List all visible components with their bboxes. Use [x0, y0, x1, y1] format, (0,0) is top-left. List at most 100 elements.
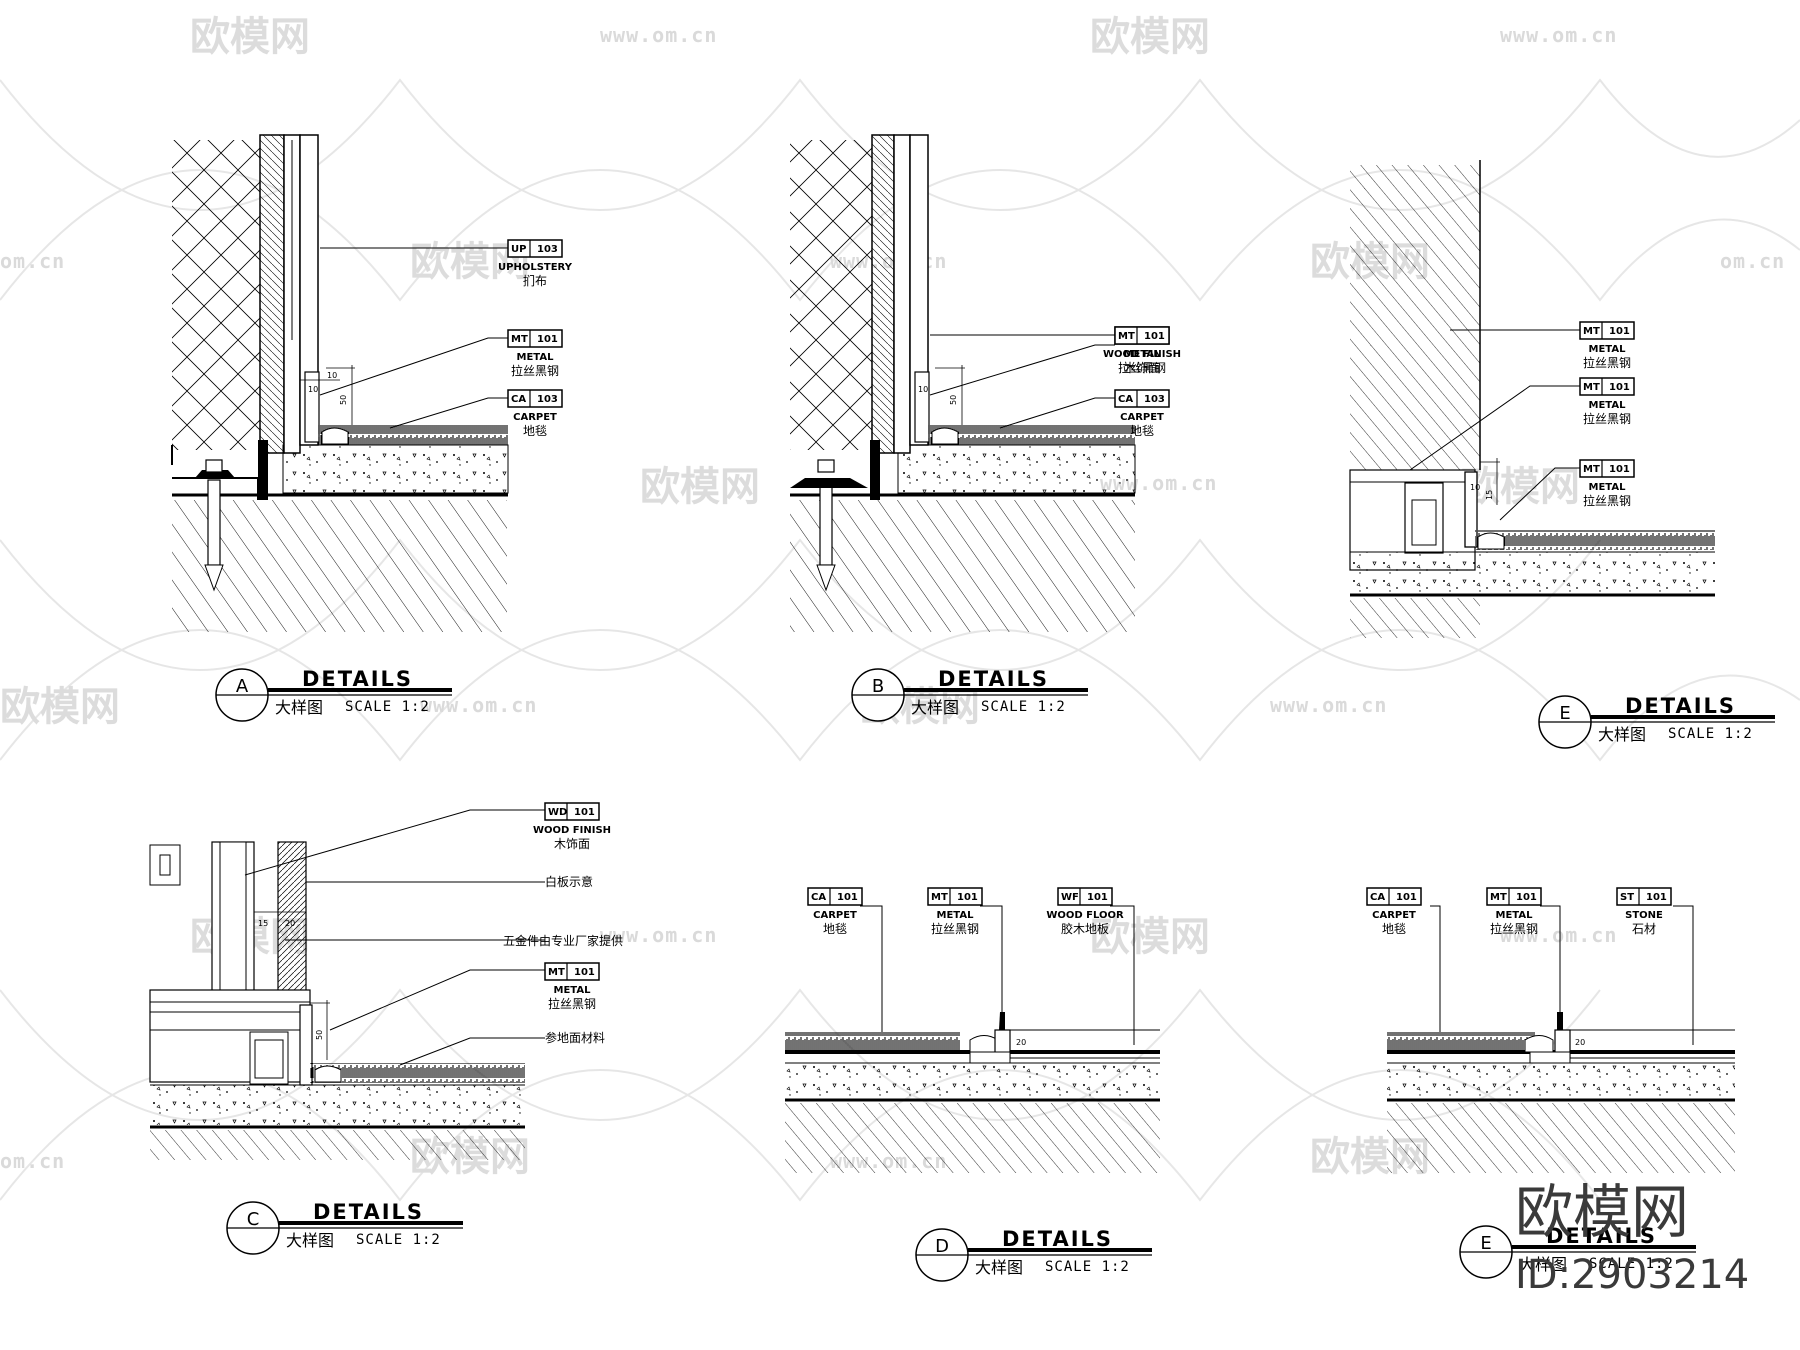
detail-bubble-label: D: [935, 1236, 949, 1257]
detail-bubble-label: E: [1480, 1233, 1491, 1254]
tag-material-name: METAL: [1496, 910, 1534, 921]
tag-material-name: METAL: [1124, 349, 1162, 360]
watermark-brand: 欧模网: [0, 684, 120, 730]
tag-material-name: UPHOLSTERY: [498, 262, 573, 273]
detail-bubble-label: A: [236, 676, 249, 697]
detail-scale: SCALE 1:2: [1589, 1256, 1674, 1272]
watermark-brand: 欧模网: [190, 14, 310, 60]
tag-material-cn: 胶木地板: [1061, 921, 1109, 936]
detail-subtitle-cn: 大样图: [1598, 725, 1646, 744]
detail-scale: SCALE 1:2: [1668, 726, 1753, 742]
tag-material-cn: 拉丝黑钢: [1583, 355, 1631, 370]
tag-number: 103: [537, 394, 558, 405]
tag-material-name: METAL: [554, 985, 592, 996]
tag-material-name: METAL: [937, 910, 975, 921]
tag-code: MT: [511, 334, 528, 345]
tag-material-name: CARPET: [513, 412, 557, 423]
dimension-label: 10: [918, 385, 928, 394]
dimension-label: 15: [1485, 490, 1494, 500]
detail-title-text: DETAILS: [302, 667, 413, 691]
tag-material-cn: 拉丝黑钢: [1583, 493, 1631, 508]
detail-a: 10 10 50: [171, 134, 509, 632]
detail-bubble-label: C: [247, 1209, 260, 1230]
detail-scale: SCALE 1:2: [981, 699, 1066, 715]
watermark-url: www.om.cn: [1500, 923, 1617, 947]
tag-material-cn: 石材: [1632, 922, 1656, 936]
tag-material-cn: 拉丝黑钢: [931, 921, 979, 936]
tag-code: MT: [1490, 892, 1507, 903]
detail-d: 20: [785, 905, 1160, 1173]
tag-code: MT: [1118, 331, 1135, 342]
tag-material-cn: 拉丝黑钢: [1490, 921, 1538, 936]
detail-subtitle-cn: 大样图: [275, 698, 323, 717]
tag-code: CA: [811, 892, 826, 903]
detail-title-text: DETAILS: [938, 667, 1049, 691]
detail-subtitle-cn: 大样图: [975, 1258, 1023, 1277]
watermark-url: www.om.cn: [1270, 693, 1387, 717]
detail-subtitle-cn: 大样图: [1519, 1255, 1567, 1274]
dimension-label: 10: [327, 371, 337, 380]
tag-material-name: STONE: [1625, 910, 1663, 921]
tag-material-name: WOOD FINISH: [1103, 349, 1181, 360]
tag-number: 101: [574, 807, 595, 818]
tag-material-name: METAL: [1589, 400, 1627, 411]
detail-subtitle-cn: 大样图: [286, 1231, 334, 1250]
tag-number: 101: [574, 967, 595, 978]
watermark-url: om.cn: [0, 249, 65, 273]
brand-id: ID:2903214: [1515, 1252, 1749, 1298]
tag-material-cn: 地毯: [1130, 424, 1154, 438]
watermark-brand: 欧模网: [640, 464, 760, 510]
note-whiteboard: 白板示意: [545, 874, 593, 889]
tag-code: MT: [548, 967, 565, 978]
brand-mark: 欧模网 ID:2903214: [1515, 1178, 1749, 1298]
dimension-label: 20: [1016, 1038, 1026, 1047]
dimension-label: 50: [949, 395, 958, 405]
detail-title-text: DETAILS: [313, 1200, 424, 1224]
tag-code: MT: [1583, 326, 1600, 337]
detail-c-notes: 白板示意 五金件由专业厂家提供 参地面材料: [503, 874, 623, 1045]
dimension-label: 20: [285, 919, 295, 928]
tag-material-name: METAL: [1589, 344, 1627, 355]
tag-number: 103: [1144, 394, 1165, 405]
watermark-brand: 欧模网: [1090, 914, 1210, 960]
watermark-brand: 欧模网: [1090, 14, 1210, 60]
detail-subtitle-cn: 大样图: [911, 698, 959, 717]
detail-e-top: 10 15: [1349, 160, 1715, 638]
tag-number: 101: [1087, 892, 1108, 903]
dimension-label: 20: [1575, 1038, 1585, 1047]
detail-title-c: C DETAILS 大样图 SCALE 1:2: [226, 1200, 463, 1255]
watermark-url: www.om.cn: [1500, 23, 1617, 47]
detail-scale: SCALE 1:2: [356, 1232, 441, 1248]
tag-code: CA: [511, 394, 526, 405]
tag-number: 101: [1396, 892, 1417, 903]
dimension-label: 15: [258, 919, 268, 928]
detail-b: 10 50: [790, 134, 1136, 632]
tag-material-name: WOOD FLOOR: [1046, 910, 1124, 921]
tag-code: MT: [931, 892, 948, 903]
tag-material-cn: 拉丝黑钢: [548, 996, 596, 1011]
tag-number: 101: [1609, 464, 1630, 475]
tag-code: ST: [1620, 892, 1634, 903]
tag-code: CA: [1370, 892, 1385, 903]
watermark-url: om.cn: [0, 1149, 65, 1173]
watermark-brand: 欧模网: [1460, 464, 1580, 510]
dimension-label: 10: [308, 385, 318, 394]
watermark-url: om.cn: [1720, 249, 1785, 273]
tag-material-cn: 拉丝黑钢: [511, 363, 559, 378]
